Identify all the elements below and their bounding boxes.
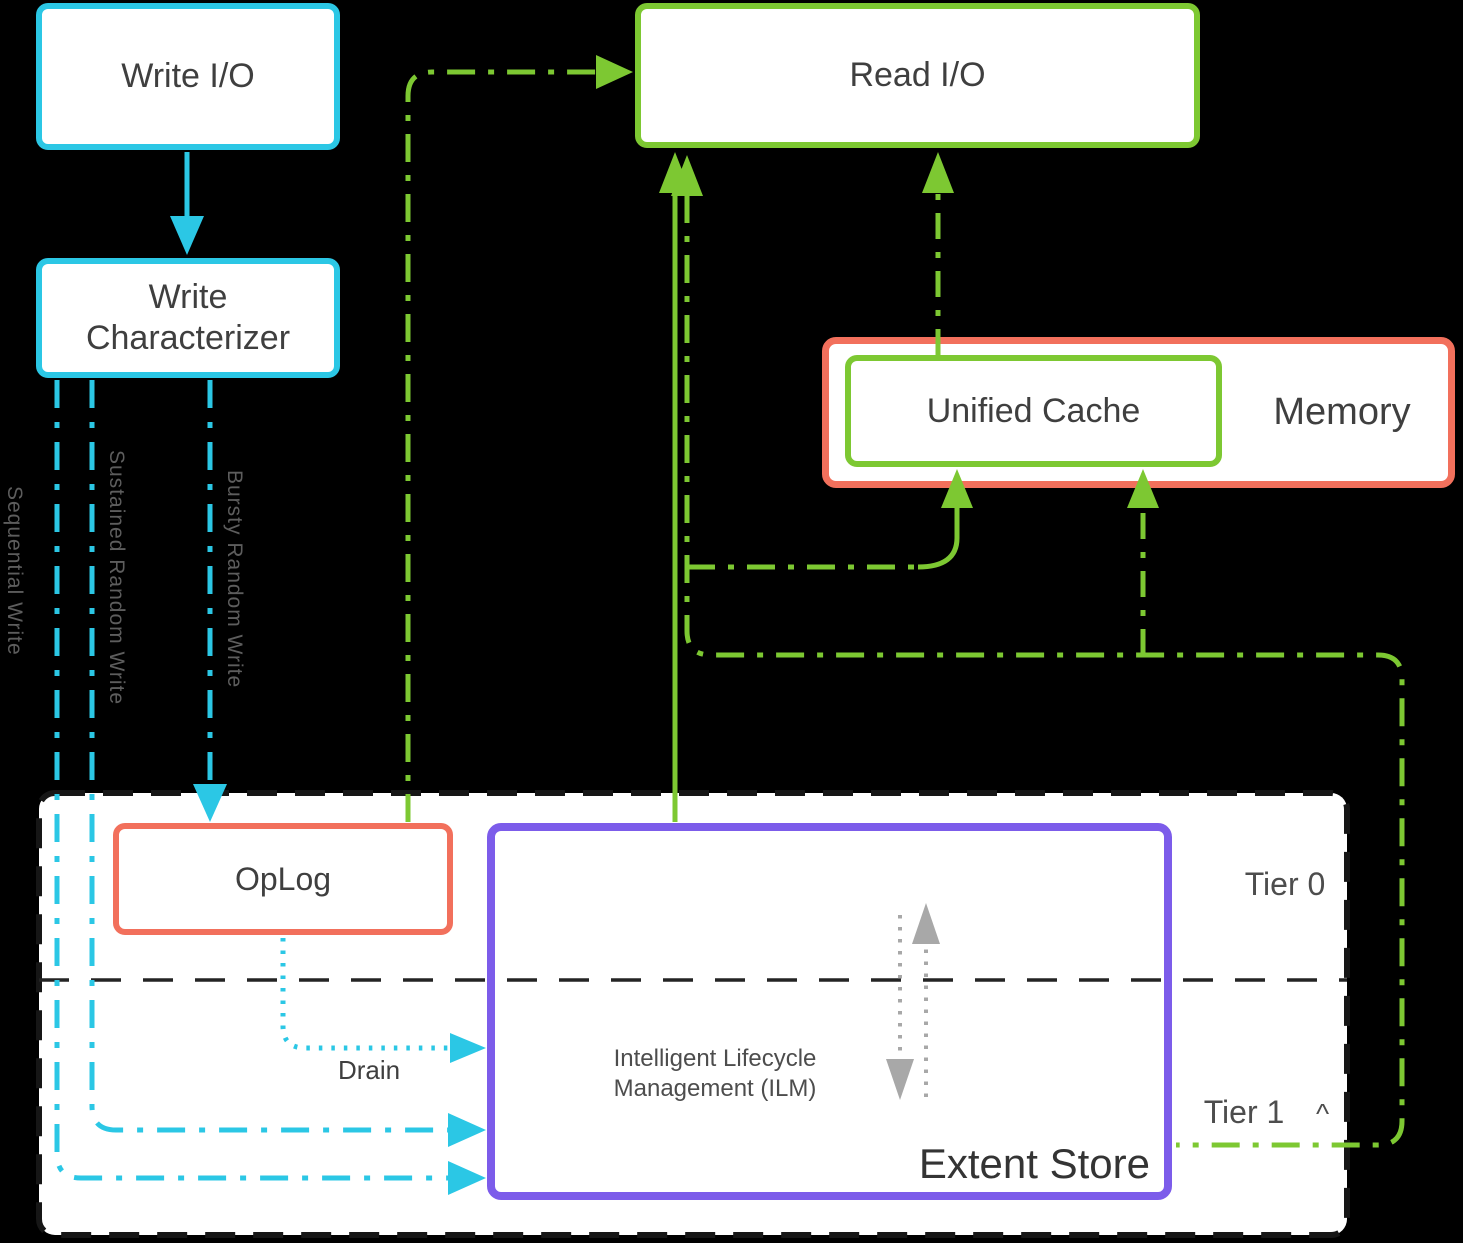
arrowhead-sustained-into-extent-store [448, 1113, 486, 1147]
drain-label: Drain [338, 1055, 401, 1085]
write-characterizer-box: Write Characterizer [36, 258, 340, 378]
oplog-drain-line [280, 938, 450, 1051]
arrowhead-into-read-io-left [596, 55, 633, 89]
arrowhead-cache-into-read-io [922, 152, 954, 193]
sustained-random-write-label: Sustained Random Write [105, 450, 128, 706]
write-io-box: Write I/O [36, 3, 340, 150]
unified-cache-box: Unified Cache [845, 355, 1222, 467]
tier0-label: Tier 0 [1244, 866, 1326, 902]
oplog-label: OpLog [234, 860, 332, 897]
bursty-random-write-label: Bursty Random Write [223, 470, 246, 689]
branch-to-unified-cache-left-curve [917, 506, 960, 570]
read-io-box: Read I/O [635, 3, 1200, 148]
arrowhead-sequential-into-extent-store [448, 1161, 486, 1195]
extent-store-label: Extent Store [918, 1140, 1150, 1187]
oplog-box: OpLog [113, 823, 453, 935]
sequential-write-label: Sequential Write [3, 486, 26, 656]
tier1-label: Tier 1 [1203, 1094, 1285, 1130]
unified-cache-label: Unified Cache [926, 391, 1141, 430]
arrowhead-bursty-into-oplog [193, 784, 227, 822]
ilm-label-line2: Management (ILM) [613, 1075, 817, 1102]
ilm-label: Intelligent Lifecycle Management (ILM) [565, 1044, 865, 1104]
write-io-label: Write I/O [121, 57, 255, 95]
memory-label: Memory [1273, 391, 1411, 433]
sustained-random-write-line [89, 380, 448, 1133]
arrowhead-tier1-into-read-io [671, 155, 703, 196]
arrowhead-drain-into-extent-store [450, 1033, 486, 1063]
ilm-label-line1: Intelligent Lifecycle [613, 1045, 817, 1072]
write-characterizer-label: Write Characterizer [85, 278, 291, 357]
read-io-label: Read I/O [849, 56, 986, 94]
oplog-to-read-io-line [405, 69, 596, 822]
arrowhead-extent-store-into-read-io [659, 152, 691, 193]
arrowhead-into-write-characterizer [170, 216, 204, 255]
extent-store-box: Extent Store [487, 823, 1172, 1200]
tier1-up-caret: ^ [1316, 1098, 1330, 1129]
